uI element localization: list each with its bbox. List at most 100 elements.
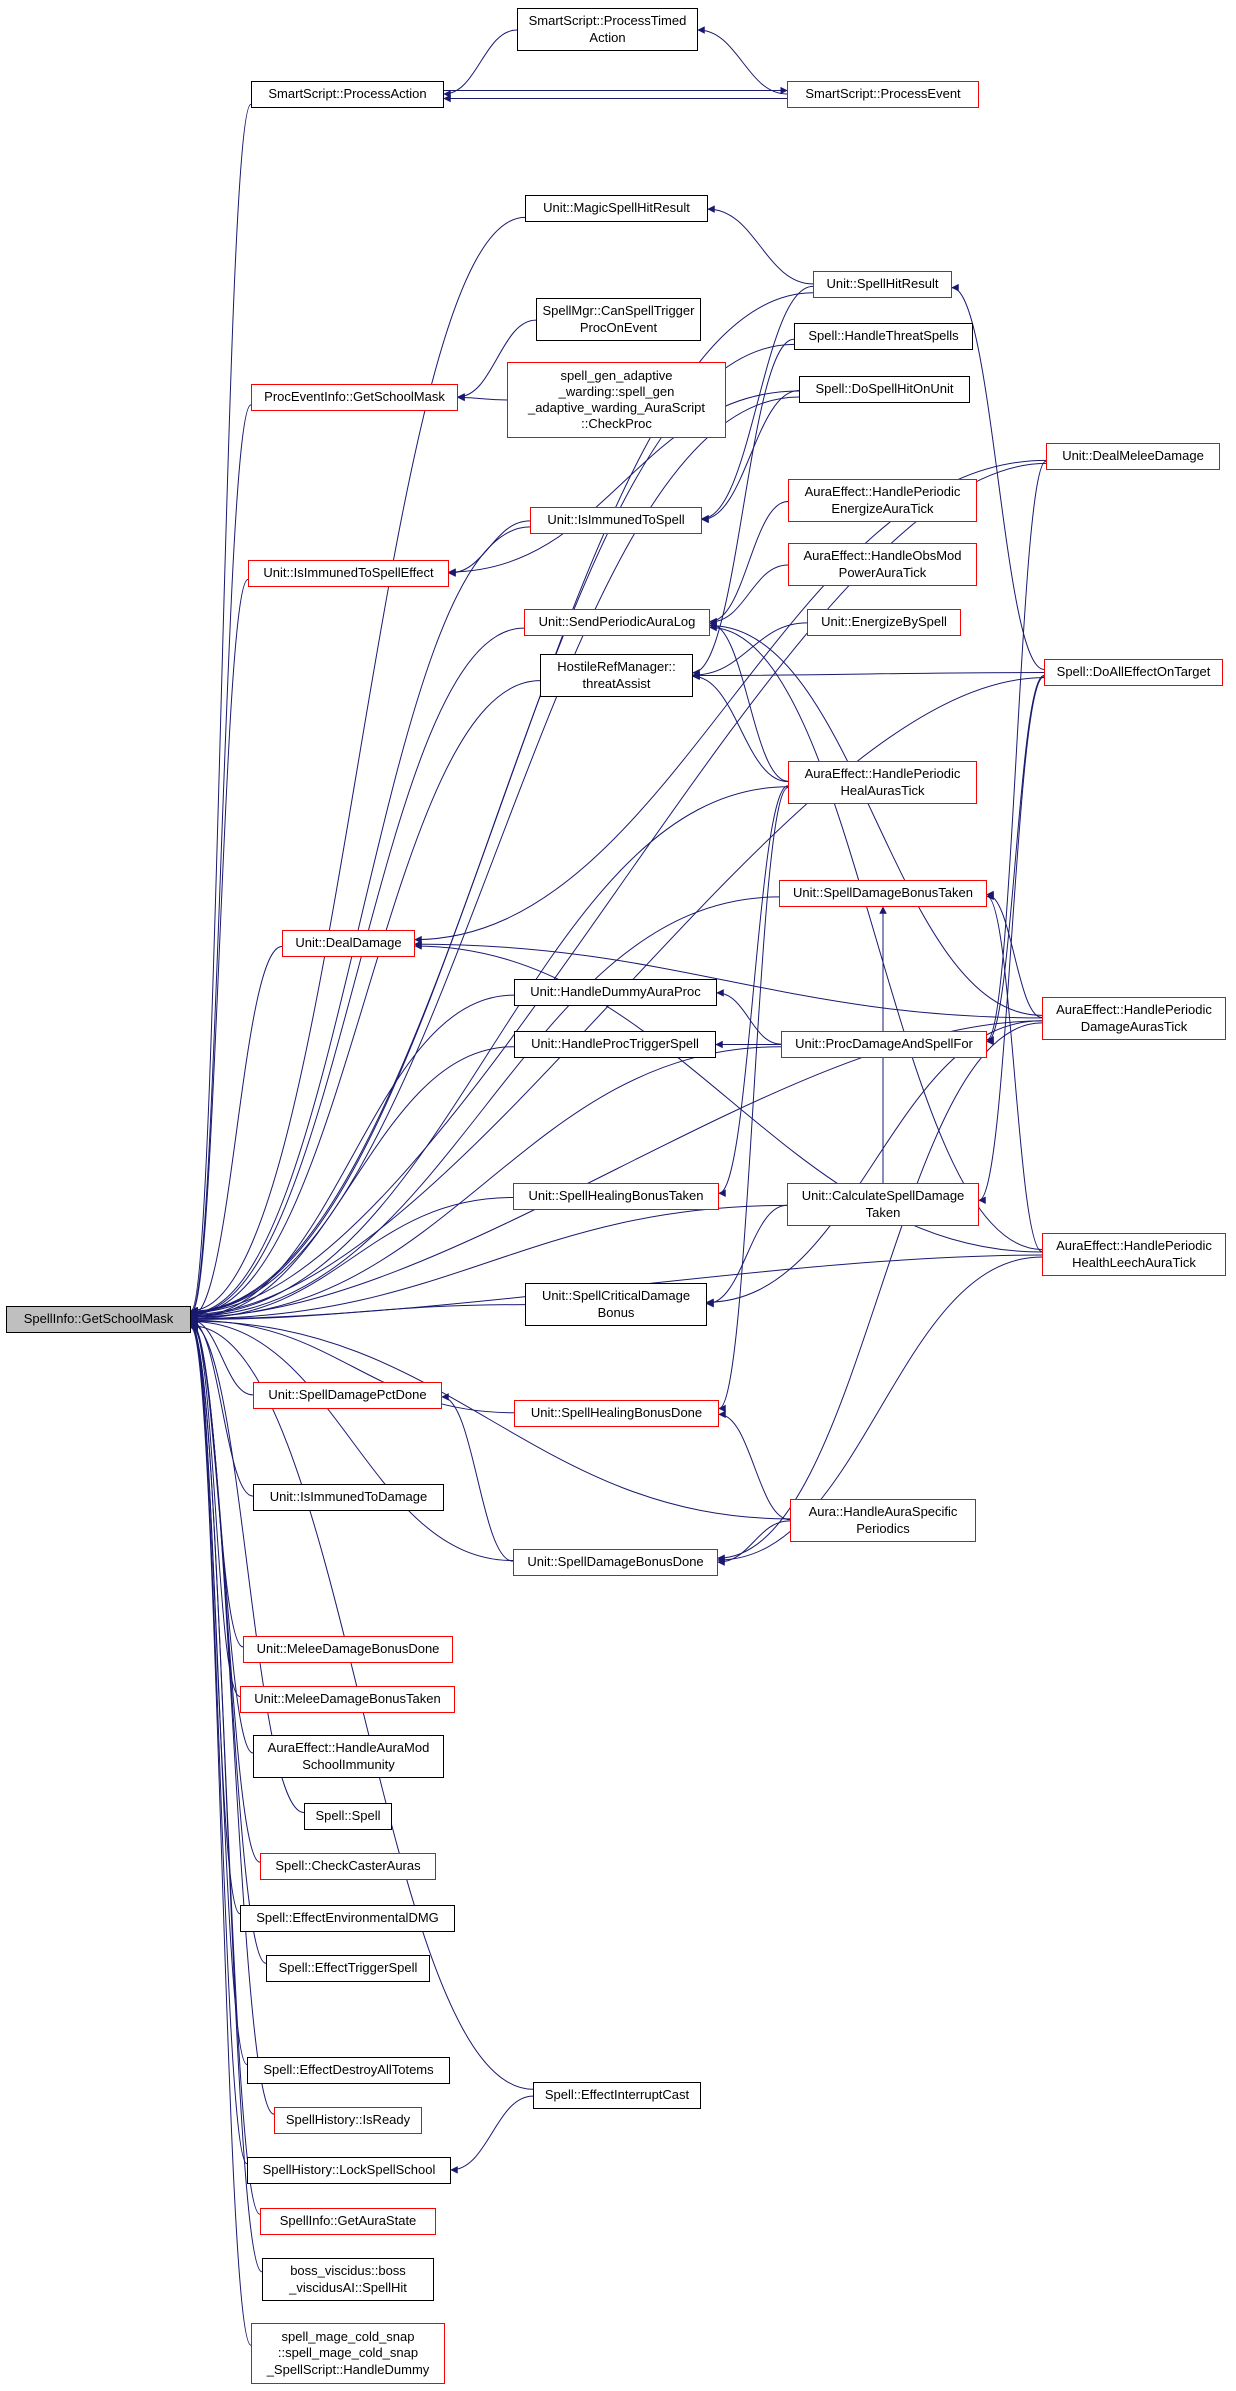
edge-spellCriticalDamageBonus-to-getSchoolMask	[190, 1304, 526, 1324]
edge-periodicHealthLeech-to-dealDamage	[414, 942, 1043, 1253]
node-canSpellTriggerProc[interactable]: SpellMgr::CanSpellTrigger ProcOnEvent	[536, 298, 701, 341]
edge-processTimedAction-to-processAction	[443, 29, 518, 98]
node-spellDamageBonusTaken[interactable]: Unit::SpellDamageBonusTaken	[779, 880, 987, 907]
edge-effectInterruptCast-to-lockSpellSchool	[450, 2095, 534, 2174]
node-spellDamageBonusDone[interactable]: Unit::SpellDamageBonusDone	[513, 1549, 718, 1576]
node-dealMeleeDamage[interactable]: Unit::DealMeleeDamage	[1046, 443, 1220, 470]
node-procDamageAndSpellFor[interactable]: Unit::ProcDamageAndSpellFor	[781, 1031, 987, 1058]
edge-periodicDamage-to-sendPeriodicAuraLog	[709, 621, 1043, 1016]
edge-sendPeriodicAuraLog-to-getSchoolMask	[190, 627, 525, 1318]
node-meleeDamageBonusDone[interactable]: Unit::MeleeDamageBonusDone	[243, 1636, 453, 1663]
edge-periodicHealthLeech-to-sendPeriodicAuraLog	[709, 623, 1043, 1250]
node-periodicHeal[interactable]: AuraEffect::HandlePeriodic HealAurasTick	[788, 761, 977, 804]
node-isReady[interactable]: SpellHistory::IsReady	[274, 2107, 422, 2134]
node-handleDummyAuraProc[interactable]: Unit::HandleDummyAuraProc	[514, 979, 717, 1006]
node-effectEnvironmentalDMG[interactable]: Spell::EffectEnvironmentalDMG	[240, 1905, 455, 1932]
edge-doAllEffectOnTarget-to-procDamageAndSpellFor	[986, 674, 1045, 1046]
edge-periodicDamage-to-dealDamage	[414, 940, 1043, 1019]
edge-spellHealingBonusDone-to-getSchoolMask	[190, 1316, 515, 1414]
node-threatAssist[interactable]: HostileRefManager:: threatAssist	[540, 654, 693, 697]
edge-procDamageAndSpellFor-to-getSchoolMask	[190, 1046, 782, 1322]
edge-calculateSpellDamageTaken-to-getSchoolMask	[190, 1204, 788, 1323]
edge-energizeBySpell-to-threatAssist	[692, 622, 808, 679]
edge-auraSpecificPeriodics-to-getSchoolMask	[190, 1317, 791, 1520]
edge-periodicHeal-to-sendPeriodicAuraLog	[709, 620, 789, 782]
node-periodicHealthLeech[interactable]: AuraEffect::HandlePeriodic HealthLeechAu…	[1042, 1233, 1226, 1276]
edge-periodicHeal-to-spellHealingBonusTaken	[718, 785, 789, 1197]
node-lockSpellSchool[interactable]: SpellHistory::LockSpellSchool	[247, 2157, 451, 2184]
node-energizeBySpell[interactable]: Unit::EnergizeBySpell	[807, 609, 961, 636]
node-spellDamagePctDone[interactable]: Unit::SpellDamagePctDone	[253, 1382, 442, 1409]
edge-spellDamageBonusDone-to-getSchoolMask	[190, 1317, 514, 1562]
edge-handleDummyAuraProc-to-getSchoolMask	[190, 994, 515, 1321]
node-spellGenAdaptive[interactable]: spell_gen_adaptive _warding::spell_gen _…	[507, 362, 726, 438]
edge-periodicEnergize-to-sendPeriodicAuraLog	[709, 500, 789, 626]
node-processTimedAction[interactable]: SmartScript::ProcessTimed Action	[517, 8, 698, 51]
edge-spellSpell-to-getSchoolMask	[190, 1319, 305, 1814]
edge-dealMeleeDamage-to-procDamageAndSpellFor	[986, 460, 1047, 1044]
edge-doSpellHitOnUnit-to-isImmunedToSpellEffect	[448, 390, 800, 576]
node-spellHitResult[interactable]: Unit::SpellHitResult	[813, 271, 952, 298]
edge-handleProcTriggerSpell-to-getSchoolMask	[190, 1046, 515, 1322]
node-sendPeriodicAuraLog[interactable]: Unit::SendPeriodicAuraLog	[524, 609, 710, 636]
node-effectInterruptCast[interactable]: Spell::EffectInterruptCast	[533, 2082, 701, 2109]
node-spellHealingBonusTaken[interactable]: Unit::SpellHealingBonusTaken	[513, 1183, 719, 1210]
node-doSpellHitOnUnit[interactable]: Spell::DoSpellHitOnUnit	[799, 376, 970, 403]
edge-isImmunedToSpellEffect-to-getSchoolMask	[190, 578, 249, 1318]
node-procEventGetSchoolMask[interactable]: ProcEventInfo::GetSchoolMask	[251, 384, 458, 411]
edge-isImmunedToDamage-to-getSchoolMask	[190, 1317, 254, 1497]
edge-spellHitResult-to-magicSpellHitResult	[707, 205, 814, 285]
edge-auraSpecificPeriodics-to-spellHealingBonusDone	[718, 1410, 791, 1521]
edge-periodicHeal-to-spellHealingBonusDone	[718, 787, 789, 1413]
edge-procEventGetSchoolMask-to-getSchoolMask	[190, 404, 252, 1316]
edge-doSpellHitOnUnit-to-getSchoolMask	[190, 396, 800, 1316]
node-auraSpecificPeriodics[interactable]: Aura::HandleAuraSpecific Periodics	[790, 1499, 976, 1542]
edge-periodicDamage-to-spellDamageBonusTaken	[986, 890, 1043, 1018]
edge-obsModPower-to-sendPeriodicAuraLog	[709, 564, 789, 626]
edge-doSpellHitOnUnit-to-isImmunedToSpell	[701, 390, 800, 524]
node-periodicDamage[interactable]: AuraEffect::HandlePeriodic DamageAurasTi…	[1042, 997, 1226, 1040]
node-getSchoolMask: SpellInfo::GetSchoolMask	[6, 1306, 191, 1333]
node-processAction[interactable]: SmartScript::ProcessAction	[251, 81, 444, 108]
node-isImmunedToDamage[interactable]: Unit::IsImmunedToDamage	[253, 1484, 444, 1511]
node-magicSpellHitResult[interactable]: Unit::MagicSpellHitResult	[525, 195, 708, 222]
node-getAuraState[interactable]: SpellInfo::GetAuraState	[260, 2208, 436, 2235]
node-spellSpell[interactable]: Spell::Spell	[304, 1803, 392, 1830]
edge-periodicHealthLeech-to-spellDamageBonusTaken	[986, 892, 1043, 1253]
edge-calculateSpellDamageTaken-to-spellCriticalDamageBonus	[706, 1204, 788, 1308]
node-checkCasterAuras[interactable]: Spell::CheckCasterAuras	[260, 1853, 436, 1880]
node-periodicEnergize[interactable]: AuraEffect::HandlePeriodic EnergizeAuraT…	[788, 479, 977, 522]
node-handleProcTriggerSpell[interactable]: Unit::HandleProcTriggerSpell	[514, 1031, 716, 1058]
node-handleAuraModSchoolImmunity[interactable]: AuraEffect::HandleAuraMod SchoolImmunity	[253, 1735, 444, 1778]
node-spellMageColdSnap[interactable]: spell_mage_cold_snap ::spell_mage_cold_s…	[251, 2323, 445, 2384]
node-bossViscidus[interactable]: boss_viscidus::boss _viscidusAI::SpellHi…	[262, 2258, 434, 2301]
node-obsModPower[interactable]: AuraEffect::HandleObsMod PowerAuraTick	[788, 543, 977, 586]
edge-doAllEffectOnTarget-to-spellHitResult	[951, 283, 1045, 670]
node-dealDamage[interactable]: Unit::DealDamage	[282, 930, 415, 957]
edge-isImmunedToSpell-to-getSchoolMask	[190, 526, 531, 1317]
edge-processEvent-to-processTimedAction	[697, 26, 788, 95]
edge-auraSpecificPeriodics-to-spellDamageBonusDone	[717, 1520, 791, 1566]
node-doAllEffectOnTarget[interactable]: Spell::DoAllEffectOnTarget	[1044, 659, 1223, 686]
node-isImmunedToSpell[interactable]: Unit::IsImmunedToSpell	[530, 507, 702, 534]
edge-spellGenAdaptive-to-procEventGetSchoolMask	[457, 393, 508, 402]
node-processEvent[interactable]: SmartScript::ProcessEvent	[787, 81, 979, 108]
node-handleThreatSpells[interactable]: Spell::HandleThreatSpells	[794, 323, 973, 350]
node-isImmunedToSpellEffect[interactable]: Unit::IsImmunedToSpellEffect	[248, 560, 449, 587]
edge-spellDamageBonusTaken-to-getSchoolMask	[190, 896, 780, 1320]
edge-procDamageAndSpellFor-to-handleDummyAuraProc	[716, 989, 782, 1045]
node-effectTriggerSpell[interactable]: Spell::EffectTriggerSpell	[266, 1955, 430, 1982]
edge-magicSpellHitResult-to-getSchoolMask	[190, 216, 526, 1315]
node-effectDestroyAllTotems[interactable]: Spell::EffectDestroyAllTotems	[247, 2057, 450, 2084]
edge-threatAssist-to-getSchoolMask	[190, 680, 541, 1319]
node-spellCriticalDamageBonus[interactable]: Unit::SpellCriticalDamage Bonus	[525, 1283, 707, 1326]
node-spellHealingBonusDone[interactable]: Unit::SpellHealingBonusDone	[514, 1400, 719, 1427]
edge-spellDamagePctDone-to-getSchoolMask	[190, 1316, 254, 1396]
node-calculateSpellDamageTaken[interactable]: Unit::CalculateSpellDamage Taken	[787, 1183, 979, 1226]
node-meleeDamageBonusTaken[interactable]: Unit::MeleeDamageBonusTaken	[240, 1686, 455, 1713]
edge-handleThreatSpells-to-threatAssist	[692, 338, 795, 677]
edge-periodicHeal-to-getSchoolMask	[190, 786, 789, 1319]
